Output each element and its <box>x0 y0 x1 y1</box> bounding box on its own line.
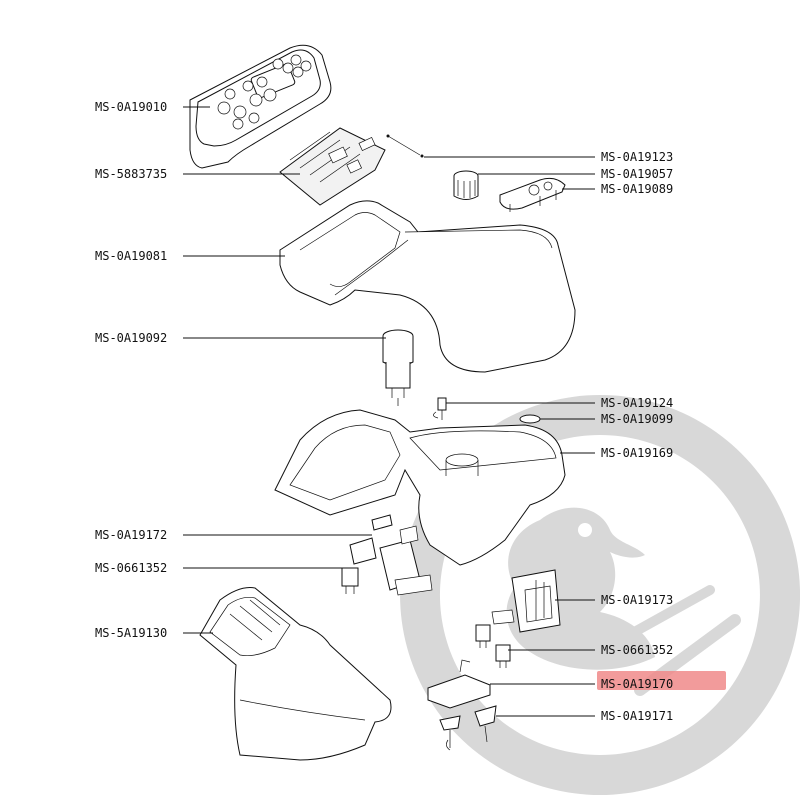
switch-bracket-right-part <box>491 569 561 633</box>
leader-lines-right <box>424 156 595 717</box>
micro-switch-left-part <box>341 567 359 594</box>
label-control-panel: MS-0A19010 <box>95 100 168 114</box>
wire-part <box>386 134 424 158</box>
label-wire: MS-0A19123 <box>601 150 674 164</box>
lever-part <box>427 659 491 709</box>
label-micro-switch-left: MS-0661352 <box>95 561 168 575</box>
clip-part <box>439 705 497 751</box>
highlight-box <box>597 671 726 690</box>
leader-lines-left <box>183 106 386 634</box>
label-micro-switch-right: MS-0661352 <box>601 643 674 657</box>
switch-assembly-part <box>349 514 433 596</box>
coupler-part <box>453 170 479 200</box>
motor-part <box>382 329 414 406</box>
label-sensor: MS-0A19124 <box>601 396 674 410</box>
label-motor: MS-0A19092 <box>95 331 168 345</box>
label-coupler: MS-0A19057 <box>601 167 674 181</box>
label-upper-housing: MS-0A19081 <box>95 249 168 263</box>
base-housing-part <box>274 409 566 566</box>
control-panel-part <box>189 44 332 169</box>
label-switch-bracket-right: MS-0A19173 <box>601 593 674 607</box>
label-seal-ring: MS-0A19099 <box>601 412 674 426</box>
seal-ring-part <box>519 414 541 424</box>
label-base-housing: MS-0A19169 <box>601 446 674 460</box>
label-switch-assembly: MS-0A19172 <box>95 528 168 542</box>
sensor-part <box>433 397 447 420</box>
upper-housing-part <box>279 200 576 373</box>
panel-buttons <box>217 54 312 130</box>
label-clip: MS-0A19171 <box>601 709 674 723</box>
label-pcb-board: MS-5883735 <box>95 167 168 181</box>
label-handle: MS-5A19130 <box>95 626 168 640</box>
label-lever-highlighted[interactable]: MS-0A19170 <box>601 677 674 691</box>
pcb-board-part <box>279 127 386 206</box>
label-bracket: MS-0A19089 <box>601 182 674 196</box>
micro-switch-right-part <box>475 624 511 668</box>
bracket-part <box>499 177 566 212</box>
handle-part <box>199 587 392 761</box>
